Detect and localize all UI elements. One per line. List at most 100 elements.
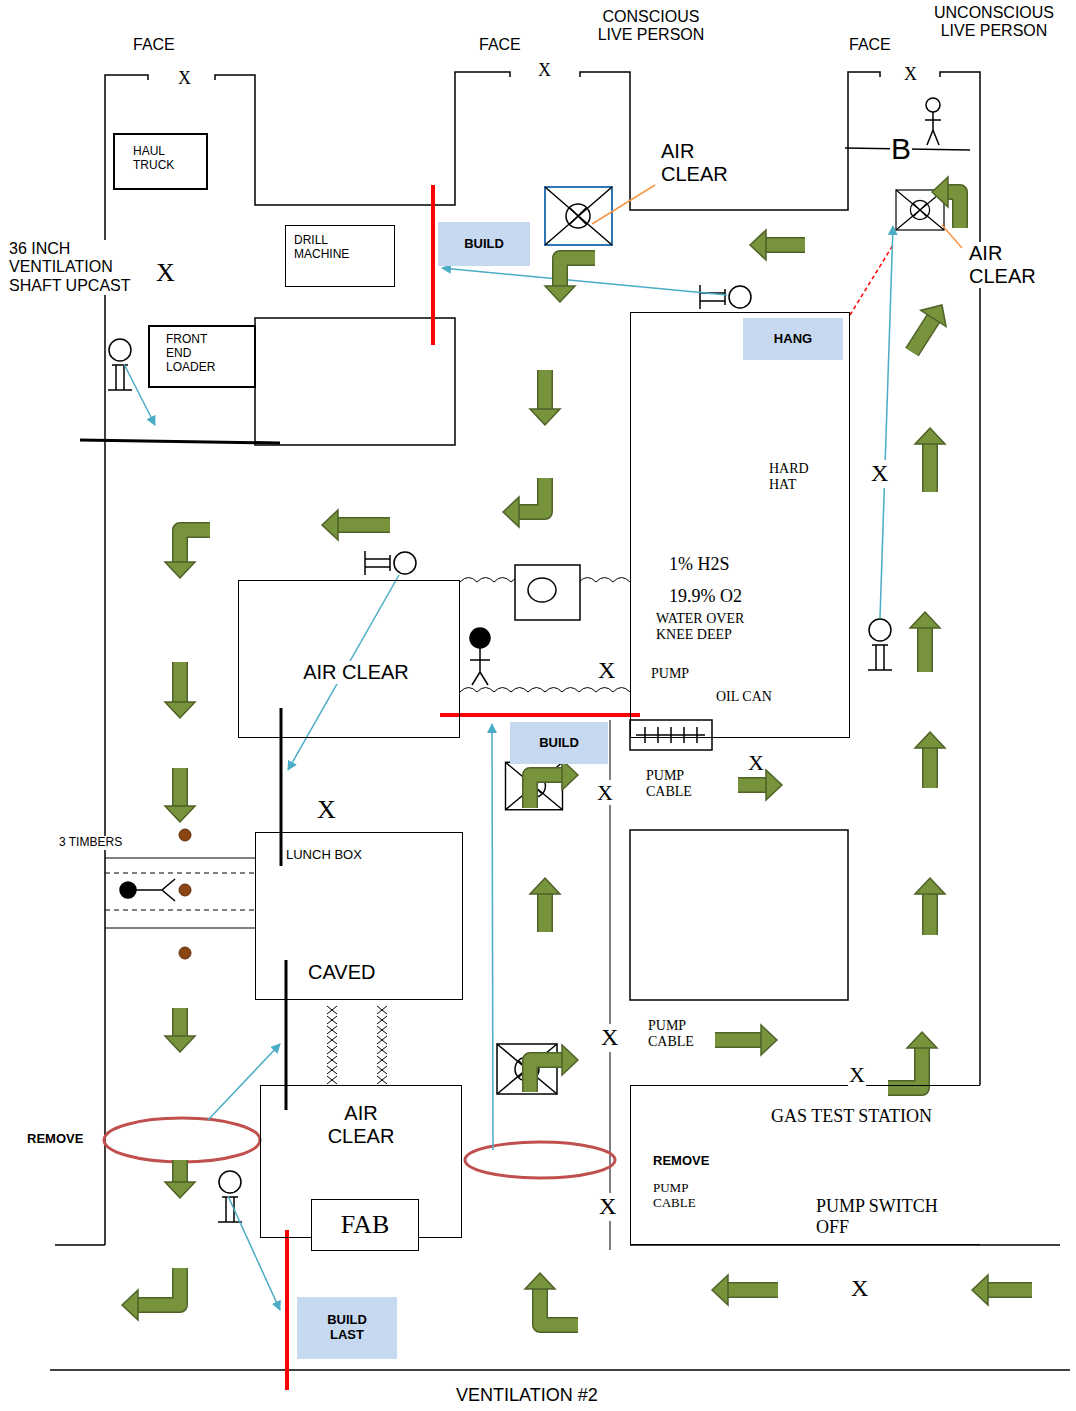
- airflow-arrows: [924, 748, 937, 788]
- barricade-lines: [440, 713, 640, 717]
- airflow-arrows: [912, 318, 933, 352]
- airflow-arrows: [888, 1048, 922, 1088]
- airflow-arrows: [932, 177, 948, 207]
- airflow-arrows: [948, 192, 960, 228]
- airflow-arrows: [172, 768, 188, 806]
- map-label: AIR CLEAR: [660, 140, 747, 186]
- pillar-box: FAB: [311, 1199, 419, 1251]
- pillar-box: AIR CLEARFAB: [260, 1085, 462, 1238]
- mine-walls: [50, 1369, 1070, 1371]
- action-box: BUILD LAST: [297, 1297, 397, 1359]
- airflow-arrows: [338, 517, 390, 533]
- airflow-arrows: [138, 1268, 180, 1305]
- airflow-arrows: [539, 370, 552, 409]
- crosscut-timbers: [105, 928, 255, 929]
- airflow-arrows: [924, 894, 937, 935]
- pillar-box: HAUL TRUCK: [113, 133, 208, 190]
- mine-walls: [255, 318, 455, 445]
- map-label: FACE: [132, 36, 176, 54]
- airflow-arrows: [910, 612, 940, 628]
- persons: [925, 112, 941, 145]
- persons: [120, 882, 136, 898]
- box-text: AIR CLEAR: [311, 1102, 411, 1148]
- airflow-arrows: [540, 1289, 578, 1325]
- location-mark: X: [598, 1193, 617, 1221]
- crosscut-timbers: [105, 858, 255, 859]
- box-text: GAS TEST STATION: [771, 1106, 932, 1127]
- airflow-arrows: [915, 428, 945, 444]
- barricade-lines: [80, 440, 280, 443]
- airflow-arrows: [180, 530, 210, 562]
- location-mark: X: [316, 795, 337, 825]
- airflow-arrows: [917, 628, 933, 672]
- airflow-arrows: [912, 318, 933, 352]
- location-mark: X: [155, 258, 176, 288]
- fan-symbols: [108, 187, 944, 1222]
- box-text: CAVED: [308, 961, 375, 984]
- cave-in: [377, 1056, 387, 1064]
- fan-symbols: [566, 204, 590, 228]
- airflow-arrows: [537, 894, 553, 932]
- airflow-arrows: [539, 894, 552, 932]
- box-text: DRILL MACHINE: [294, 234, 384, 262]
- airflow-arrows: [519, 478, 545, 512]
- box-text: HARD HAT: [769, 461, 824, 493]
- location-mark: X: [177, 68, 192, 89]
- airflow-arrows: [165, 1182, 195, 1198]
- barricade-lines: [80, 148, 970, 1390]
- airflow-arrows: [761, 1025, 777, 1055]
- action-box: BUILD: [438, 222, 530, 266]
- fan-symbols: [545, 187, 612, 245]
- box-text: LUNCH BOX: [286, 848, 362, 863]
- fan-symbols: [218, 1171, 242, 1222]
- barricade-lines: [465, 1142, 615, 1178]
- box-text: PUMP SWITCH OFF: [816, 1196, 971, 1237]
- airflow-arrows: [172, 1160, 188, 1182]
- box-text: HAUL TRUCK: [133, 145, 195, 173]
- airflow-arrows: [948, 192, 960, 228]
- pillar-box: GAS TEST STATIONREMOVEPUMP CABLEPUMP SWI…: [630, 1085, 980, 1245]
- airflow-arrows: [922, 748, 938, 788]
- barricade-lines: [285, 960, 288, 1110]
- airflow-arrows: [750, 230, 766, 260]
- airflow-arrows: [530, 1060, 562, 1092]
- map-label: FACE: [478, 36, 522, 54]
- airflow-arrows: [922, 894, 938, 935]
- airflow-arrows: [766, 237, 805, 253]
- cave-in: [377, 1046, 387, 1054]
- airflow-arrows: [560, 258, 595, 286]
- crosscut-timbers: [105, 910, 255, 911]
- airflow-arrows: [122, 177, 1032, 1325]
- fan-symbols: [868, 619, 892, 670]
- cave-in: [377, 1006, 387, 1014]
- box-text: PUMP CABLE: [653, 1181, 708, 1211]
- mine-walls: [580, 72, 880, 210]
- curtain-arrows: [492, 724, 493, 1150]
- airflow-arrows: [919, 628, 932, 672]
- location-mark: X: [848, 1062, 866, 1087]
- airflow-arrows: [988, 1284, 1032, 1297]
- cave-in: [377, 1026, 387, 1034]
- crosscut-timbers: [105, 873, 255, 874]
- airflow-arrows: [988, 1282, 1032, 1298]
- map-label: FACE: [848, 36, 892, 54]
- cave-in: [377, 1036, 387, 1044]
- mine-walls: [630, 830, 848, 1000]
- cave-in: [327, 1036, 337, 1044]
- map-label: REMOVE: [26, 1132, 84, 1147]
- airflow-arrows: [322, 510, 338, 540]
- box-text: PUMP: [651, 666, 689, 682]
- pillar-box: AIR CLEAR: [238, 580, 460, 738]
- location-mark: X: [903, 64, 918, 85]
- airflow-arrows: [503, 497, 519, 527]
- airflow-arrows: [525, 1273, 555, 1289]
- map-label: AIR CLEAR: [968, 242, 1050, 288]
- map-label: CONSCIOUS LIVE PERSON: [590, 8, 712, 45]
- airflow-arrows: [530, 1060, 562, 1092]
- box-text: BUILD: [539, 736, 579, 751]
- persons: [926, 98, 940, 112]
- location-mark: X: [596, 780, 614, 805]
- airflow-arrows: [122, 1290, 138, 1320]
- cave-in: [327, 1046, 337, 1054]
